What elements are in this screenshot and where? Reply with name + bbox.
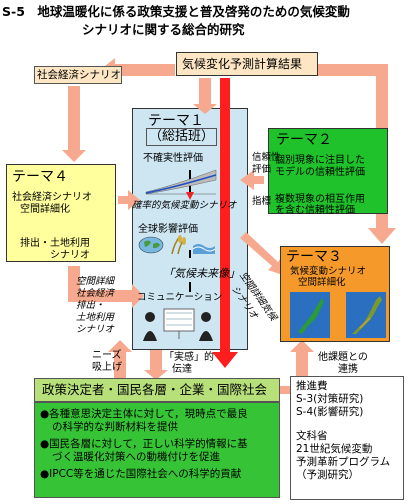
reliability-label-2: 評価 — [252, 164, 272, 175]
policy-body-box — [34, 402, 280, 498]
page-title-line1: S-5 地球温暖化に係る政策支援と普及啓発のための気候変動 — [2, 4, 350, 19]
theme2-line3: 複数現象の相互作用 — [275, 194, 365, 205]
needs-label-1: ニーズ — [92, 350, 122, 361]
arrow-theme4-to-theme1 — [118, 190, 140, 210]
globe-icon — [138, 236, 164, 254]
spatial-detail-1: 空間詳細 — [76, 276, 115, 287]
theme4-name: テーマ４ — [12, 169, 68, 185]
realistic-label-1: 「実感」的 — [164, 352, 214, 363]
spatial-detail-4: 土地利用 — [76, 312, 115, 323]
theme4-box — [6, 164, 116, 262]
arrow-theme1-to-theme3 — [240, 232, 286, 276]
theme1-subtitle: （総括班） — [146, 128, 218, 146]
policy-bullet1-line2: の科学的な判断材料を提供 — [52, 421, 178, 433]
theme2-name: テーマ２ — [276, 132, 332, 148]
climate-calc-box — [176, 52, 318, 76]
theme3-line1: 気候変動シナリオ — [290, 266, 367, 277]
policy-header: 政策決定者・国民各層・企業・国際社会 — [42, 382, 268, 397]
theme4-line2: 空間詳細化 — [20, 204, 70, 215]
reliability-label-1: 信頼性 — [252, 152, 281, 163]
arrow-theme2-to-theme1 — [240, 170, 264, 190]
red-arrow-main-1 — [212, 78, 238, 368]
theme2-line4: を含む信頼性評価 — [275, 205, 355, 216]
policy-header-box — [34, 378, 280, 402]
theme4-line1: 社会経済シナリオ — [12, 192, 92, 203]
socio-scenario-box — [34, 66, 122, 84]
arrow-theme4-down — [68, 266, 144, 308]
promotion-line5: 文科省 — [296, 430, 328, 442]
theme1-name: テーマ１ — [148, 113, 204, 129]
policy-bullet2-line1: ●国民各層に対して，正しい科学的情報に基 — [40, 438, 248, 450]
policy-bullet1-line1: ●各種意思決定主体に対して，現時点で最良 — [40, 408, 248, 420]
arrow-realistic — [144, 350, 168, 380]
japan-map-coarse-icon — [290, 292, 330, 338]
promotion-line6: 21世紀気候変動 — [296, 443, 373, 455]
theme3-name: テーマ３ — [286, 249, 342, 265]
climate-calc-label: 気候変化予測計算結果 — [182, 57, 303, 71]
uncertainty-label: 不確実性評価 — [143, 153, 203, 164]
promotion-line2: S-3(対策研究) — [296, 393, 364, 405]
reliability-label-3: 指標 — [252, 196, 272, 207]
communication-label: コミュニケーション — [137, 292, 223, 303]
policy-bullet2-line2: づく温暖化対策への動機付けを促進 — [52, 451, 220, 463]
arrow-socio-to-theme4 — [62, 86, 86, 162]
crop-icon — [171, 235, 186, 255]
promotion-line8: （予測研究） — [296, 469, 359, 481]
spatial-detail-2: 社会経済 — [76, 288, 115, 299]
realistic-label-2: 伝達 — [172, 364, 192, 375]
theme2-line1: 個別現象に注目した — [275, 155, 365, 166]
global-impact-label: 全球影響評価 — [138, 224, 198, 235]
spatial-detail-5: シナリオ — [76, 324, 115, 335]
promotion-line1: 推進費 — [296, 380, 328, 392]
promotion-line7: 予測革新プログラム — [296, 456, 391, 468]
spatial-detail-3: 排出・ — [76, 300, 105, 311]
theme4-line3: 排出・土地利用 — [20, 238, 90, 249]
socio-scenario-label: 社会経済シナリオ — [37, 69, 121, 81]
water-icon — [193, 244, 215, 254]
collab-label-1: 他課題との — [318, 352, 368, 363]
theme2-box — [268, 128, 388, 214]
promotion-box — [290, 376, 404, 500]
arrow-needs-up — [108, 340, 132, 378]
arrow-collab-up — [290, 340, 314, 378]
prob-scenario-label: 確率的気候変動シナリオ — [132, 200, 237, 211]
japan-map-fine-icon — [346, 292, 386, 338]
theme2-line2: モデルの信頼性評価 — [275, 167, 365, 178]
theme3-line2: 空間詳細化 — [298, 277, 346, 288]
policy-bullet3-line1: ●IPCC等を通じた国際社会への科学的貢献 — [40, 468, 242, 480]
arrow-top-into-theme1 — [193, 78, 217, 114]
promotion-line3: S-4(影響研究) — [296, 406, 364, 418]
theme4-line4: シナリオ — [50, 250, 90, 261]
page-title-line2: シナリオに関する総合的研究 — [82, 22, 245, 37]
collab-label-2: 連携 — [338, 364, 358, 375]
communication-icon — [143, 308, 213, 341]
future-image-label: 「気候未来像」 — [163, 267, 240, 280]
uncertainty-chart-icon — [145, 169, 217, 195]
needs-label-2: 吸上げ — [92, 362, 122, 373]
